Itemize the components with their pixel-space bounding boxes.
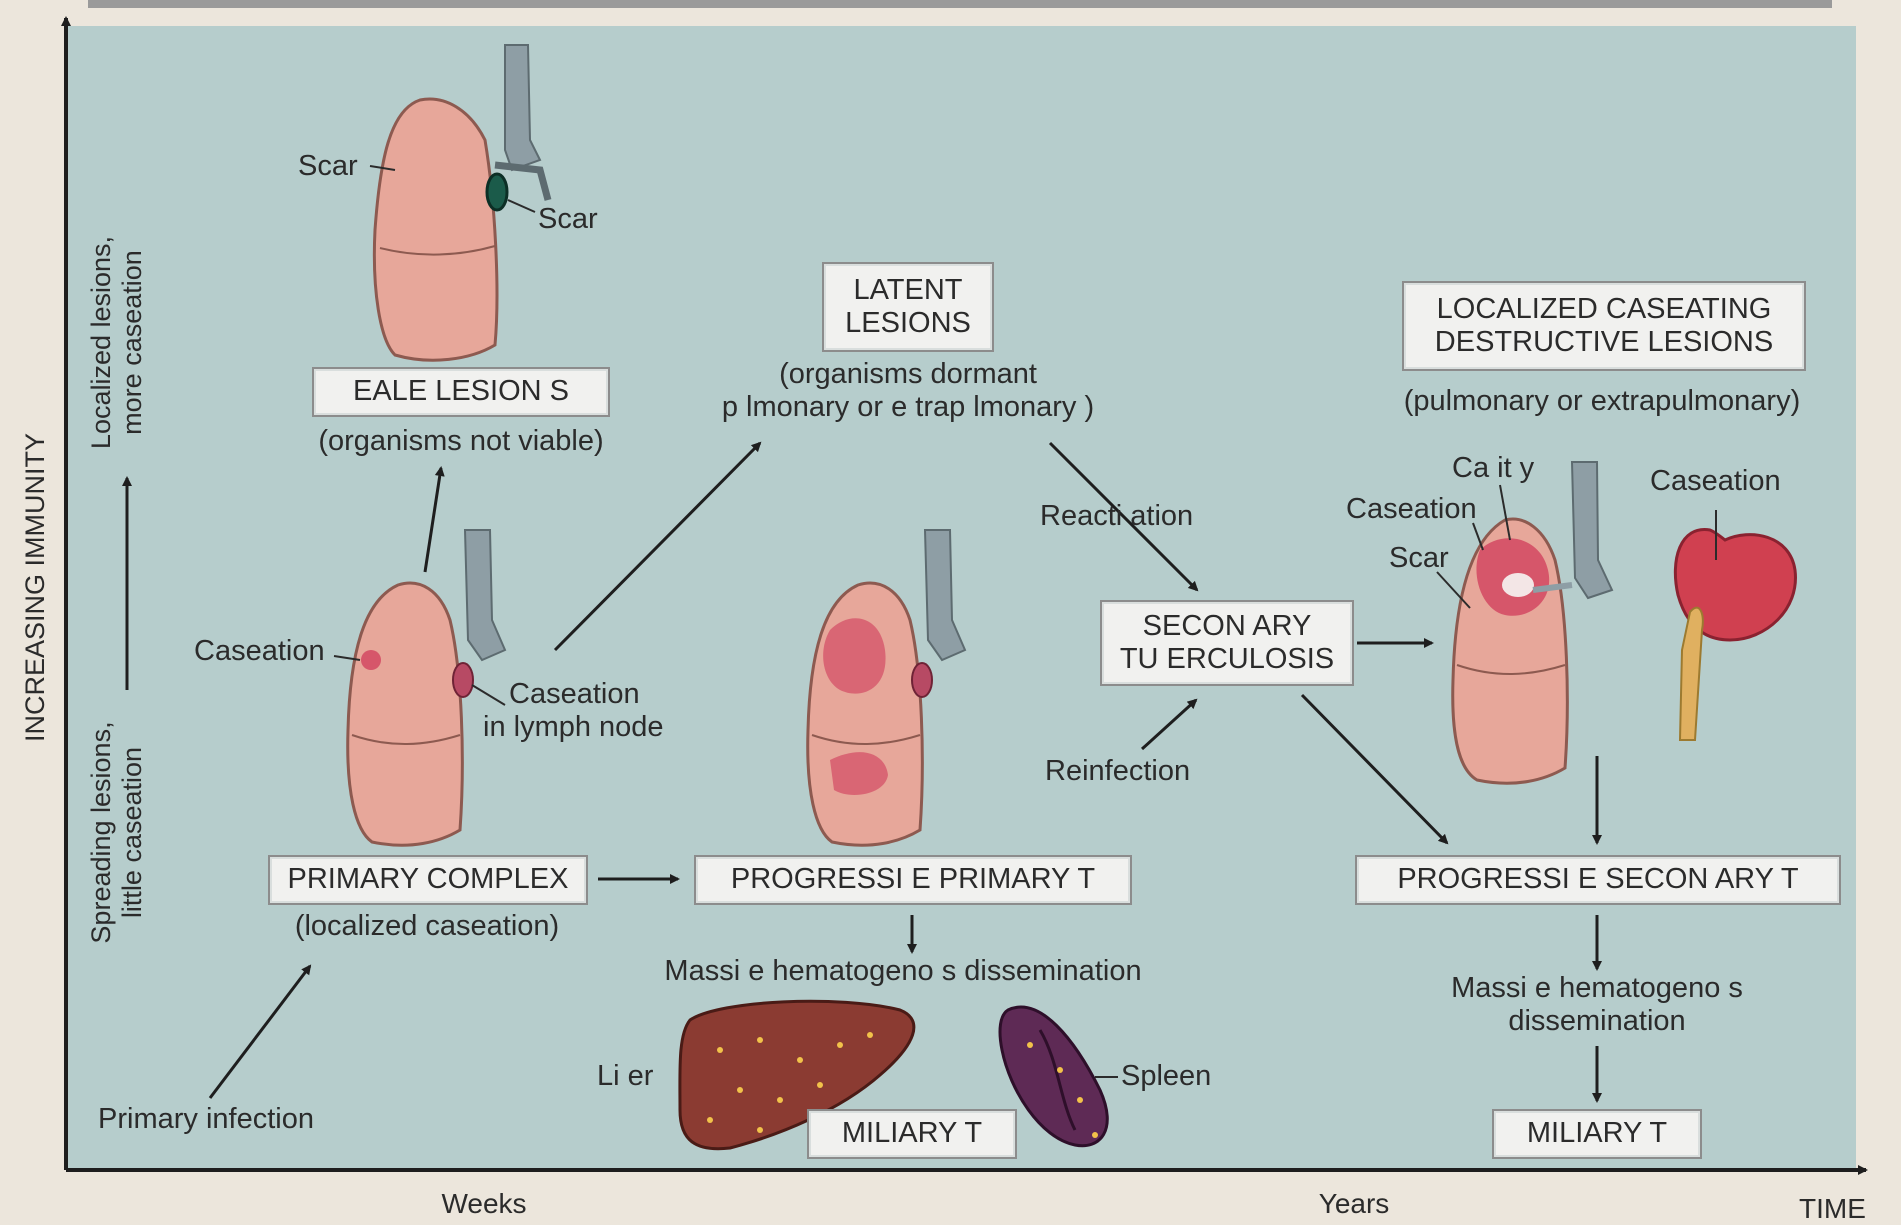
caption-localized-caseation: (localized caseation) bbox=[295, 910, 559, 943]
progressive-primary-lung-illustration bbox=[808, 530, 965, 845]
caption-dormant: (organisms dormant p lmonary or e trap l… bbox=[722, 358, 1094, 425]
label-spleen: Spleen bbox=[1121, 1060, 1211, 1093]
box-healed-lesions: EALE LESION S bbox=[312, 367, 610, 417]
label-caseation-lymph: Caseation in lymph node bbox=[483, 678, 664, 745]
primary-lung-illustration bbox=[334, 530, 505, 845]
caption-massive-2: Massi e hematogeno s dissemination bbox=[1451, 972, 1743, 1039]
x-axis-end-label: TIME bbox=[1799, 1193, 1866, 1225]
immunity-low-label: Spreading lesions, little caseation bbox=[86, 720, 148, 945]
caption-primary-infection: Primary infection bbox=[98, 1103, 314, 1136]
caption-reinfection: Reinfection bbox=[1045, 755, 1190, 788]
arrow-reinfection bbox=[1142, 700, 1196, 749]
label-scar-lung: Scar bbox=[298, 150, 358, 183]
box-primary-complex: PRIMARY COMPLEX bbox=[268, 855, 588, 905]
label-scar-node: Scar bbox=[538, 203, 598, 236]
caption-massive-1: Massi e hematogeno s dissemination bbox=[664, 955, 1141, 988]
spleen-illustration bbox=[1000, 1007, 1118, 1146]
caption-not-viable: (organisms not viable) bbox=[318, 425, 603, 458]
immunity-high-label: Localized lesions, more caseation bbox=[86, 220, 148, 465]
arrow-to-progressive-secondary bbox=[1302, 695, 1447, 843]
arrow-primary-infection bbox=[210, 966, 310, 1098]
caption-pulmonary: (pulmonary or extrapulmonary) bbox=[1404, 385, 1800, 418]
box-miliary-1: MILIARY T bbox=[807, 1109, 1017, 1159]
label-liver: Li er bbox=[597, 1060, 653, 1093]
y-axis-label: INCREASING IMMUNITY bbox=[20, 433, 51, 742]
x-tick-weeks: Weeks bbox=[441, 1188, 526, 1220]
label-scar-secondary: Scar bbox=[1389, 542, 1449, 575]
box-progressive-secondary: PROGRESSI E SECON ARY T bbox=[1355, 855, 1841, 905]
label-cavity: Ca it y bbox=[1452, 452, 1534, 485]
arrow-to-healed bbox=[425, 468, 441, 572]
healed-lung-illustration bbox=[370, 45, 548, 360]
kidney-illustration bbox=[1675, 510, 1795, 740]
label-caseation-secondary: Caseation bbox=[1346, 493, 1477, 526]
box-progressive-primary: PROGRESSI E PRIMARY T bbox=[694, 855, 1132, 905]
arrow-to-latent bbox=[555, 443, 760, 650]
box-miliary-2: MILIARY T bbox=[1492, 1109, 1702, 1159]
x-tick-years: Years bbox=[1319, 1188, 1390, 1220]
caption-reactivation: Reacti ation bbox=[1040, 500, 1193, 533]
label-caseation-primary: Caseation bbox=[194, 635, 325, 668]
label-caseation-kidney: Caseation bbox=[1650, 465, 1781, 498]
